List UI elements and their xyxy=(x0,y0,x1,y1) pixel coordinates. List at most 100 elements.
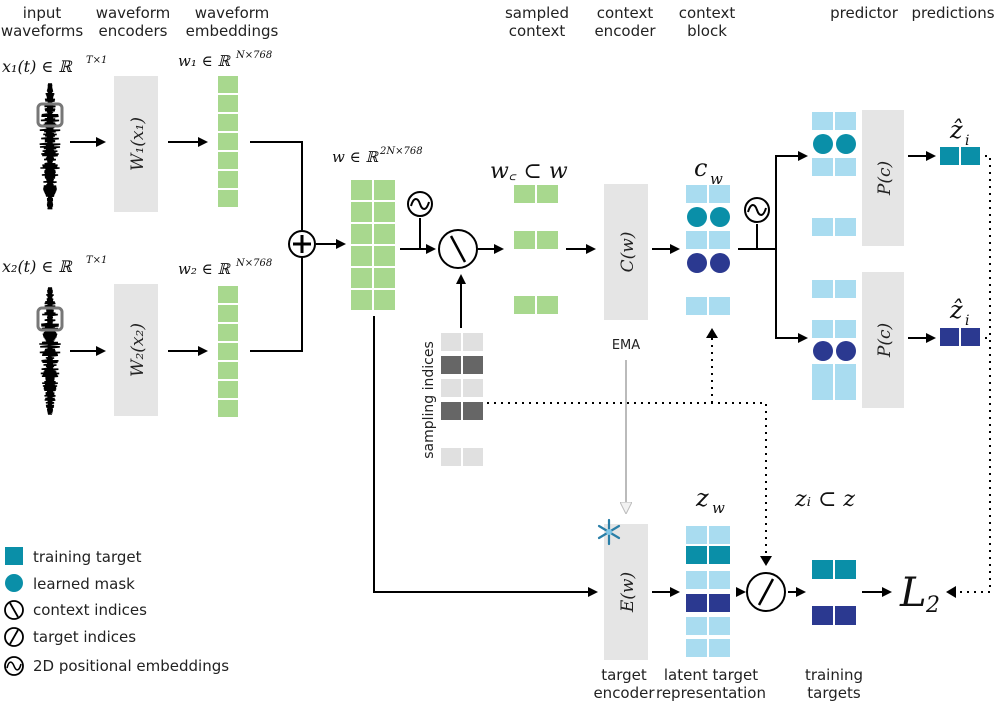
embedding-column-w2 xyxy=(218,286,238,417)
target-index-icon xyxy=(4,627,24,647)
label-ema: EMA xyxy=(612,338,640,353)
svg-text:2N×768: 2N×768 xyxy=(379,146,423,157)
legend-item-positional: 2D positional embeddings xyxy=(4,656,229,676)
label-w2: w₂ ∈ ℝ N×768 xyxy=(178,258,272,278)
svg-text:waveform: waveform xyxy=(195,4,270,22)
svg-text:learned mask: learned mask xyxy=(33,575,135,593)
svg-text:C(w): C(w) xyxy=(618,232,638,273)
prediction-output-2 xyxy=(940,328,980,346)
legend: training target learned mask context ind… xyxy=(4,547,229,676)
svg-text:targets: targets xyxy=(807,684,861,702)
header-sampled-context: sampled context xyxy=(505,4,569,40)
svg-text:context: context xyxy=(679,4,736,22)
svg-text:W₁(x₁): W₁(x₁) xyxy=(128,117,148,171)
svg-text:w₂ ∈ ℝ: w₂ ∈ ℝ xyxy=(178,260,231,278)
header-context-encoder: context encoder xyxy=(594,4,656,40)
svg-text:2: 2 xyxy=(925,593,940,618)
header-latent-target: latent target representation xyxy=(656,666,766,702)
svg-text:encoder: encoder xyxy=(594,22,656,40)
svg-text:training target: training target xyxy=(33,548,142,566)
svg-text:waveform: waveform xyxy=(96,4,171,22)
label-sampling-indices: sampling indices xyxy=(421,341,437,459)
target-indices-icon xyxy=(746,572,786,612)
sampled-context-blocks xyxy=(514,185,558,314)
header-training-targets: training targets xyxy=(805,666,863,702)
svg-text:context: context xyxy=(509,22,566,40)
header-predictions: predictions xyxy=(911,4,994,22)
target-encoder-box: E(w) xyxy=(604,524,648,660)
svg-text:latent target: latent target xyxy=(664,666,758,684)
svg-text:target indices: target indices xyxy=(33,628,136,646)
svg-text:sampled: sampled xyxy=(505,4,569,22)
snowflake-icon xyxy=(597,518,621,546)
header-context-block: context block xyxy=(679,4,736,40)
svg-text:encoder: encoder xyxy=(593,684,655,702)
svg-text:embeddings: embeddings xyxy=(186,22,279,40)
svg-text:c: c xyxy=(694,154,707,182)
label-L2: L 2 xyxy=(899,570,940,618)
predictor-box-2: P(c) xyxy=(862,272,904,408)
header-input-waveforms: input waveforms xyxy=(1,4,84,40)
svg-text:x₂(t) ∈ ℝ: x₂(t) ∈ ℝ xyxy=(2,257,73,276)
legend-item-context-indices: context indices xyxy=(4,600,147,620)
label-w: w ∈ ℝ 2N×768 xyxy=(332,146,423,166)
waveform-2-window xyxy=(36,306,64,332)
svg-text:T×1: T×1 xyxy=(86,55,107,66)
svg-text:2D positional embeddings: 2D positional embeddings xyxy=(33,657,229,675)
positional-embedding-icon xyxy=(407,191,433,217)
svg-text:w: w xyxy=(710,170,723,188)
dotted-connectors xyxy=(487,155,991,593)
predictor-input-column-1 xyxy=(812,112,856,236)
legend-item-learned-mask: learned mask xyxy=(5,574,135,593)
positional-embedding-icon xyxy=(744,197,770,223)
label-cw: c w xyxy=(694,154,723,188)
label-x2: x₂(t) ∈ ℝ T×1 xyxy=(2,255,107,276)
dotted-arrowhead-l2 xyxy=(946,586,956,598)
positional-icon xyxy=(4,656,24,676)
svg-text:x₁(t) ∈ ℝ: x₁(t) ∈ ℝ xyxy=(2,57,73,76)
svg-text:i: i xyxy=(965,133,969,149)
label-zw: z w xyxy=(695,484,725,517)
svg-text:w₁ ∈ ℝ: w₁ ∈ ℝ xyxy=(178,52,231,70)
context-encoder-box: C(w) xyxy=(604,184,648,320)
training-target-blocks xyxy=(812,560,856,625)
label-wc: w꜀ ⊂ w xyxy=(490,159,568,184)
encoder-box-W1: W₁(x₁) xyxy=(114,76,158,212)
svg-text:N×768: N×768 xyxy=(235,258,272,269)
label-w1: w₁ ∈ ℝ N×768 xyxy=(178,50,272,70)
svg-text:ẑ: ẑ xyxy=(949,296,963,324)
latent-target-column xyxy=(686,526,730,657)
svg-text:ẑ: ẑ xyxy=(949,116,963,144)
svg-text:w ∈ ℝ: w ∈ ℝ xyxy=(332,148,379,166)
svg-text:target: target xyxy=(601,666,647,684)
sampling-indices-blocks xyxy=(441,333,483,466)
predictor-input-column-2 xyxy=(812,280,856,400)
svg-text:L: L xyxy=(899,570,927,616)
svg-text:W₂(x₂): W₂(x₂) xyxy=(128,323,148,377)
svg-text:context indices: context indices xyxy=(33,601,147,619)
label-zhat-1: ẑ i xyxy=(949,116,969,149)
dotted-arrowhead-target xyxy=(760,556,772,566)
svg-text:context: context xyxy=(597,4,654,22)
svg-text:input: input xyxy=(23,4,62,22)
header-predictor: predictor xyxy=(830,4,899,22)
waveform-1 xyxy=(36,83,64,210)
legend-item-training-target: training target xyxy=(5,547,142,566)
svg-text:w: w xyxy=(712,499,725,517)
label-zhat-2: ẑ i xyxy=(949,296,969,329)
prediction-output-1 xyxy=(940,147,980,165)
svg-text:T×1: T×1 xyxy=(86,255,107,266)
svg-text:encoders: encoders xyxy=(99,22,168,40)
svg-text:block: block xyxy=(687,22,727,40)
waveform-2 xyxy=(36,287,64,415)
svg-text:z: z xyxy=(695,484,709,512)
connector-lines xyxy=(70,137,936,597)
label-x1: x₁(t) ∈ ℝ T×1 xyxy=(2,55,107,76)
sum-operator-icon xyxy=(288,230,316,258)
circle-icon xyxy=(5,574,23,592)
encoder-box-W2: W₂(x₂) xyxy=(114,284,158,416)
embedding-column-w1 xyxy=(218,76,238,207)
header-target-encoder: target encoder xyxy=(593,666,655,702)
dotted-arrowhead-context xyxy=(706,328,718,338)
